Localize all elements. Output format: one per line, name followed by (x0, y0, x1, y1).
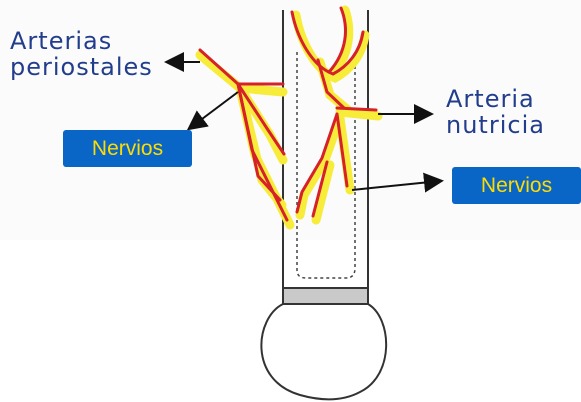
nutrient-artery-line2: nutricia (446, 112, 545, 138)
nutrient-artery-label: Arteria nutricia (446, 86, 545, 138)
periosteal-arteries-label: Arterias periostales (10, 28, 153, 80)
nerves-badge-right-text: Nervios (481, 174, 552, 198)
nerves-badge-left-text: Nervios (92, 137, 163, 161)
periosteal-arteries-line2: periostales (10, 54, 153, 80)
nerves-badge-right: Nervios (452, 167, 581, 204)
epiphysis (261, 304, 386, 399)
periosteal-arteries-line1: Arterias (10, 28, 153, 54)
nutrient-artery-line1: Arteria (446, 86, 545, 112)
growth-plate (283, 282, 368, 304)
nerves-badge-left: Nervios (63, 130, 192, 167)
